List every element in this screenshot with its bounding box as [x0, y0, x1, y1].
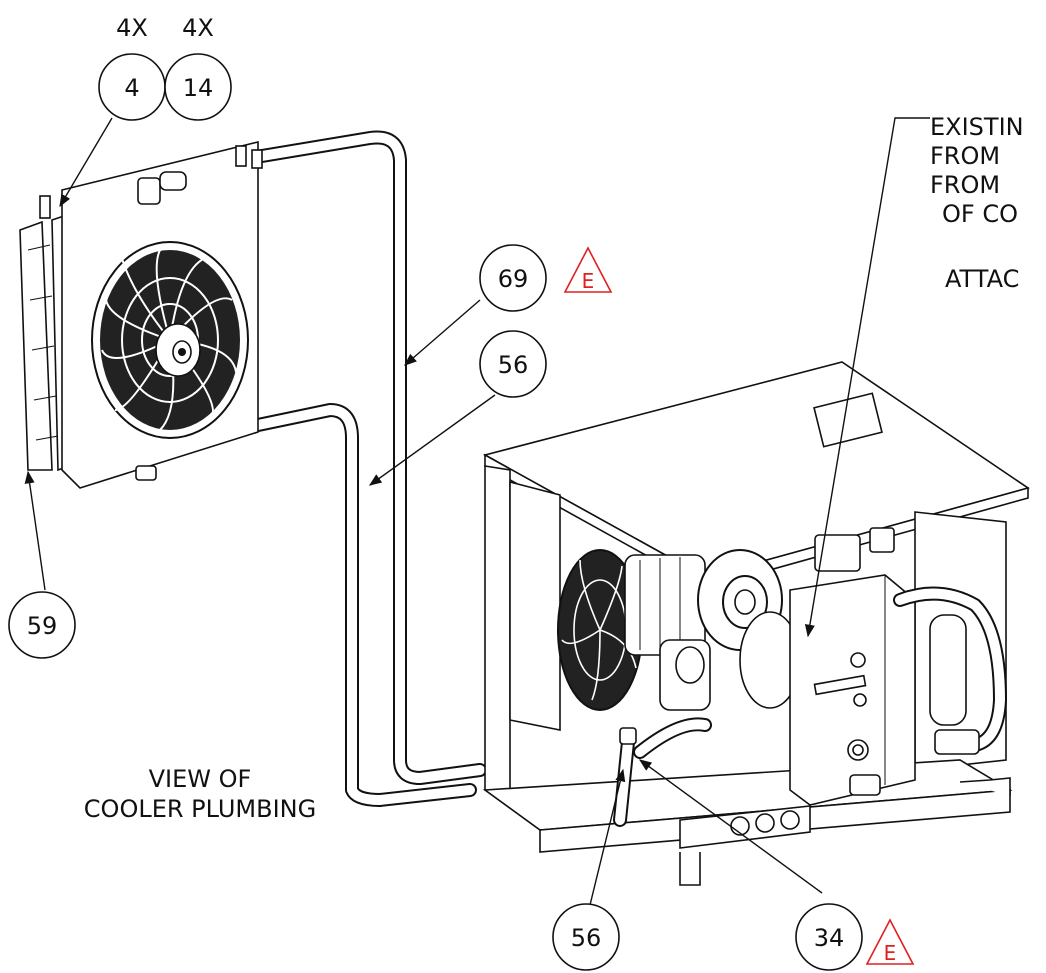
- svg-text:FROM: FROM: [930, 171, 1000, 199]
- svg-text:COOLER PLUMBING: COOLER PLUMBING: [84, 795, 316, 823]
- balloon-34: 34: [795, 903, 863, 971]
- hose-56-pipe: [251, 403, 477, 807]
- revision-triangle-e-top: E: [563, 246, 613, 293]
- svg-text:E: E: [582, 269, 595, 293]
- svg-text:4X: 4X: [116, 14, 148, 42]
- revision-triangle-e-bottom: E: [865, 918, 915, 965]
- balloon-56-top: 56: [479, 330, 547, 398]
- svg-text:4: 4: [124, 74, 139, 102]
- balloon-14: 14: [164, 53, 232, 121]
- svg-text:69: 69: [498, 265, 529, 293]
- svg-text:ATTAC: ATTAC: [945, 265, 1019, 293]
- balloon-14-qty: 4X: [182, 14, 214, 42]
- leader-lines: [24, 117, 930, 906]
- svg-text:56: 56: [571, 924, 602, 952]
- balloon-4-qty: 4X: [116, 14, 148, 42]
- balloon-59: 59: [8, 591, 76, 659]
- hose-69-pipe: [168, 130, 487, 785]
- svg-text:14: 14: [183, 74, 214, 102]
- svg-text:59: 59: [27, 612, 58, 640]
- existing-note: EXISTIN FROM FROM OF CO ATTAC: [930, 113, 1024, 293]
- svg-text:VIEW OF: VIEW OF: [149, 765, 252, 793]
- svg-text:OF CO: OF CO: [942, 200, 1018, 228]
- pump-block: [789, 527, 1007, 806]
- svg-text:56: 56: [498, 351, 529, 379]
- balloon-69: 69: [479, 244, 547, 312]
- svg-text:34: 34: [814, 924, 845, 952]
- compressor-motor: [624, 549, 801, 711]
- svg-text:E: E: [884, 941, 897, 965]
- balloon-56-bottom: 56: [552, 903, 620, 971]
- svg-text:4X: 4X: [182, 14, 214, 42]
- balloon-4: 4: [98, 53, 166, 121]
- svg-text:FROM: FROM: [930, 142, 1000, 170]
- cooler-fan: [91, 241, 249, 439]
- view-label: VIEW OF COOLER PLUMBING: [84, 765, 316, 823]
- svg-text:EXISTIN: EXISTIN: [930, 113, 1024, 141]
